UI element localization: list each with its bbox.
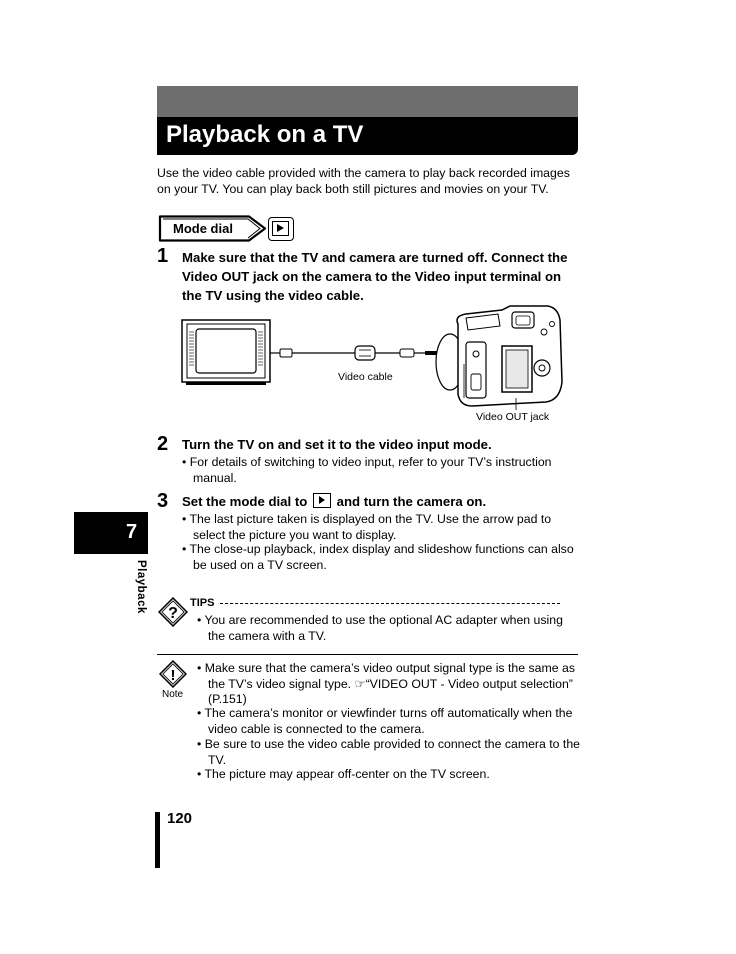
step-3-number: 3 bbox=[157, 490, 169, 512]
chapter-tab bbox=[74, 512, 148, 554]
step-1-number: 1 bbox=[157, 245, 169, 267]
tips-divider bbox=[220, 603, 560, 604]
svg-text:!: ! bbox=[171, 667, 176, 684]
step-3-text: Set the mode dial to and turn the camera… bbox=[182, 493, 487, 509]
svg-text:?: ? bbox=[168, 605, 178, 622]
play-mode-icon bbox=[312, 493, 331, 508]
note-item-4: • The picture may appear off-center on t… bbox=[197, 767, 490, 781]
mode-dial-label: Mode dial bbox=[173, 221, 233, 236]
chapter-number: 7 bbox=[126, 521, 138, 543]
chapter-label: Playback bbox=[135, 560, 147, 614]
title-band bbox=[157, 117, 578, 155]
page-number-bar bbox=[155, 812, 160, 868]
note-item-1: • Make sure that the camera’s video outp… bbox=[197, 661, 575, 706]
page-number: 120 bbox=[167, 810, 193, 827]
tips-label: TIPS bbox=[190, 597, 215, 609]
exclamation-diamond-icon: ! bbox=[159, 660, 187, 688]
step-2-bullet: • For details of switching to video inpu… bbox=[182, 455, 552, 485]
step-3-bullet-2: • The close-up playback, index display a… bbox=[182, 542, 574, 572]
tips-item: • You are recommended to use the optiona… bbox=[197, 613, 563, 643]
step-2-number: 2 bbox=[157, 433, 169, 455]
camera-icon bbox=[435, 305, 563, 407]
play-mode-icon bbox=[268, 217, 294, 241]
connection-diagram bbox=[181, 305, 563, 410]
intro-text: Use the video cable provided with the ca… bbox=[157, 166, 570, 196]
note-divider bbox=[157, 654, 578, 655]
note-item-2: • The camera’s monitor or viewfinder tur… bbox=[197, 706, 573, 736]
note-item-3: • Be sure to use the video cable provide… bbox=[197, 737, 581, 767]
tv-icon bbox=[181, 319, 271, 385]
note-label: Note bbox=[162, 689, 184, 700]
video-cable-label: Video cable bbox=[338, 371, 393, 383]
video-out-jack-label: Video OUT jack bbox=[476, 411, 550, 423]
question-diamond-icon: ? bbox=[158, 597, 188, 627]
mode-dial-arrow bbox=[158, 215, 267, 242]
title-band-top bbox=[157, 86, 578, 117]
reference-icon: ☞ bbox=[354, 676, 366, 691]
step-2-text: Turn the TV on and set it to the video i… bbox=[182, 437, 492, 452]
step-3-bullet-1: • The last picture taken is displayed on… bbox=[182, 512, 552, 542]
page-title: Playback on a TV bbox=[166, 121, 364, 148]
step-1-text: Make sure that the TV and camera are tur… bbox=[182, 250, 568, 303]
